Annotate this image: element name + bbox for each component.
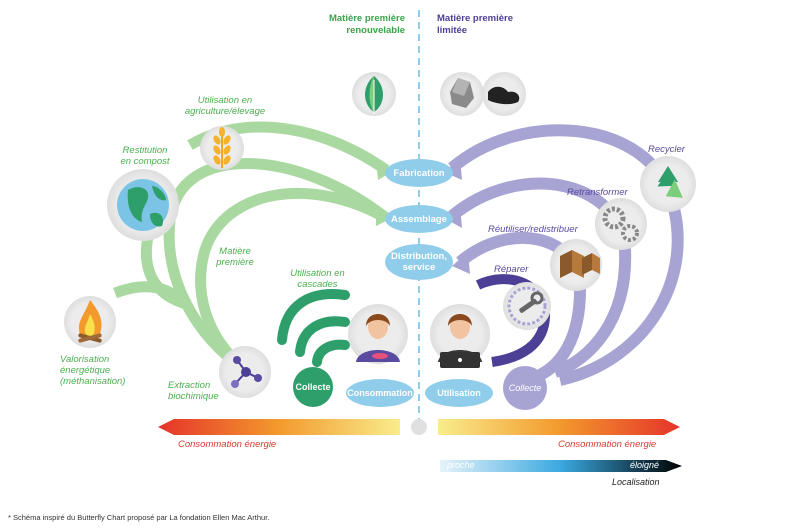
green-arrowhead-2 [376, 206, 392, 226]
energy-bar-left [158, 419, 400, 435]
cascade-swirls [277, 289, 350, 367]
localisation-far: éloigné [630, 460, 660, 470]
footnote: * Schéma inspiré du Butterfly Chart prop… [8, 513, 270, 522]
pill-fabrication-bg [385, 159, 453, 187]
localisation-bar [440, 460, 682, 472]
label-recycle: Recycler [648, 144, 685, 155]
energy-label-left: Consommation énergie [178, 439, 277, 450]
label-cascades: Utilisation en cascades [285, 268, 350, 290]
purple-arrowhead-3 [452, 252, 470, 274]
label-extraction: Extraction biochimique [168, 380, 238, 402]
collecte-left-bg [293, 367, 333, 407]
purple-arrowhead-1 [444, 158, 462, 180]
molecule-icon [219, 346, 271, 398]
label-raw-material-line1: Matière [219, 246, 251, 257]
recycle-icon [640, 156, 696, 212]
pill-consommation-bg [346, 379, 414, 407]
wrench-icon [503, 282, 551, 330]
green-arrowhead-1 [376, 158, 392, 180]
label-repair: Réparer [494, 264, 529, 275]
header-limited: Matière première limitée [437, 13, 557, 37]
pill-collecte-right: Collecte [508, 382, 542, 393]
woman-eating-icon [348, 304, 408, 364]
label-energy-recovery-line2: énergétique [60, 365, 111, 376]
loop-raw-material [195, 187, 389, 377]
localisation-near: proche [447, 460, 475, 470]
step-distribution: Distribution, service [385, 250, 453, 274]
label-retransform: Retransformer [567, 187, 628, 198]
globe-icon [107, 169, 179, 241]
leaf-icon [352, 72, 396, 116]
label-energy-recovery-line3: (méthanisation) [60, 376, 126, 387]
pill-collecte-left: Collecte [295, 381, 331, 392]
label-raw-material: Matière première [210, 246, 260, 268]
label-extraction-line1: Extraction [168, 380, 211, 391]
header-limited-line2: limitée [437, 25, 468, 36]
label-energy-recovery: Valorisation énergétique (méthanisation) [60, 354, 140, 387]
pill-consommation: Consommation [347, 387, 413, 398]
purple-arrowhead-2 [444, 206, 462, 228]
label-compost: Restitution en compost [115, 145, 175, 167]
label-raw-material-line2: première [216, 257, 254, 268]
pill-utilisation: Utilisation [437, 387, 481, 398]
label-reuse: Réutiliser/redistribuer [488, 224, 578, 235]
step-assemblage: Assemblage [391, 213, 447, 225]
gears-icon [595, 198, 647, 250]
energy-bar-center-dot [411, 419, 427, 435]
label-cascades-line1: Utilisation en [290, 268, 345, 279]
header-limited-line1: Matière première [437, 13, 514, 24]
header-renewable-line1: Matière première [328, 13, 405, 24]
pill-utilisation-bg [425, 379, 493, 407]
label-energy-recovery-line1: Valorisation [60, 354, 110, 365]
rock-icon [440, 72, 484, 116]
header-renewable-line2: renouvelable [346, 25, 405, 36]
step-fabrication: Fabrication [393, 167, 445, 179]
label-compost-line1: Restitution [122, 145, 168, 156]
pill-assemblage-bg [385, 205, 453, 233]
step-distribution-line2: service [402, 262, 436, 273]
energy-bar-right [438, 419, 680, 435]
boxes-icon [550, 239, 602, 291]
collecte-right-bg [503, 366, 547, 410]
wheat-icon [200, 126, 244, 170]
energy-label-right: Consommation énergie [558, 439, 657, 450]
pill-distribution-bg [385, 244, 453, 280]
woman-laptop-icon [430, 304, 490, 368]
oil-icon [482, 72, 526, 116]
label-cascades-line2: cascades [297, 279, 338, 290]
loop-valorisation [113, 281, 184, 305]
label-extraction-line2: biochimique [168, 391, 219, 402]
label-compost-line2: en compost [120, 156, 170, 167]
label-agriculture-line2: agriculture/élevage [184, 106, 266, 117]
label-agriculture-line1: Utilisation en [197, 95, 253, 106]
step-distribution-line1: Distribution, [391, 251, 447, 262]
header-renewable: Matière première renouvelable [300, 13, 405, 37]
fire-icon [64, 296, 116, 348]
label-agriculture: Utilisation en agriculture/élevage [175, 95, 275, 117]
localisation-title: Localisation [612, 477, 660, 487]
